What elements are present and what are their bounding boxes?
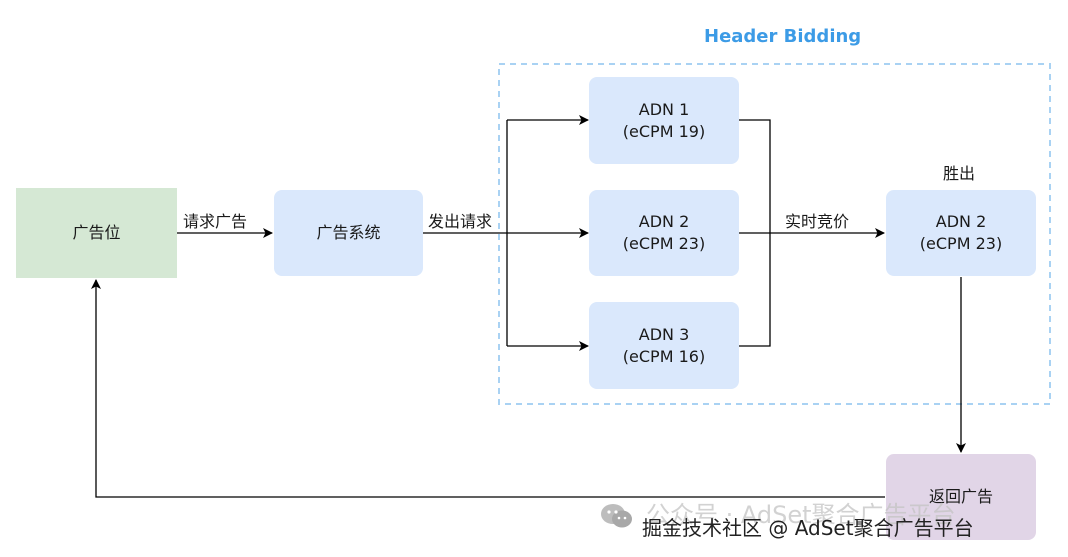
adn3-node: ADN 3 (eCPM 16) <box>589 302 739 389</box>
return-ad-node: 返回广告 <box>886 454 1036 540</box>
watermark-line1: 公众号 · AdSet聚合广告平台 <box>646 501 956 529</box>
winner-node: ADN 2 (eCPM 23) <box>886 190 1036 276</box>
adn1-ecpm: (eCPM 19) <box>622 121 706 141</box>
adn2-name: ADN 2 <box>638 212 690 231</box>
adn3-name: ADN 3 <box>638 324 690 344</box>
edge-return-to-slot <box>91 279 885 498</box>
winner-name: ADN 2 <box>935 212 987 231</box>
adn2-ecpm: (eCPM 23) <box>622 234 706 253</box>
ad-slot-label: 广告位 <box>72 223 121 242</box>
edge-label-request-ad: 请求广告 <box>183 212 248 231</box>
header-bidding-title: Header Bidding <box>704 26 862 47</box>
adn1-node: ADN 1 (eCPM 19) <box>589 77 739 164</box>
adn1-name: ADN 1 <box>638 99 690 119</box>
edge-label-send-request: 发出请求 <box>428 212 493 231</box>
adn2-node: ADN 2 (eCPM 23) <box>589 190 739 276</box>
watermark-line2: 掘金技术社区 @ AdSet聚合广告平台 <box>642 516 974 540</box>
ad-slot-node: 广告位 <box>16 188 177 278</box>
winner-caption: 胜出 <box>943 164 976 183</box>
ad-system-node: 广告系统 <box>274 190 423 276</box>
return-ad-label: 返回广告 <box>928 487 993 506</box>
winner-ecpm: (eCPM 23) <box>919 234 1003 253</box>
wechat-icon <box>601 504 632 528</box>
ad-system-label: 广告系统 <box>316 223 381 242</box>
adn3-ecpm: (eCPM 16) <box>622 346 706 366</box>
edge-label-rtb: 实时竞价 <box>785 212 850 231</box>
header-bidding-frame <box>498 63 1051 405</box>
